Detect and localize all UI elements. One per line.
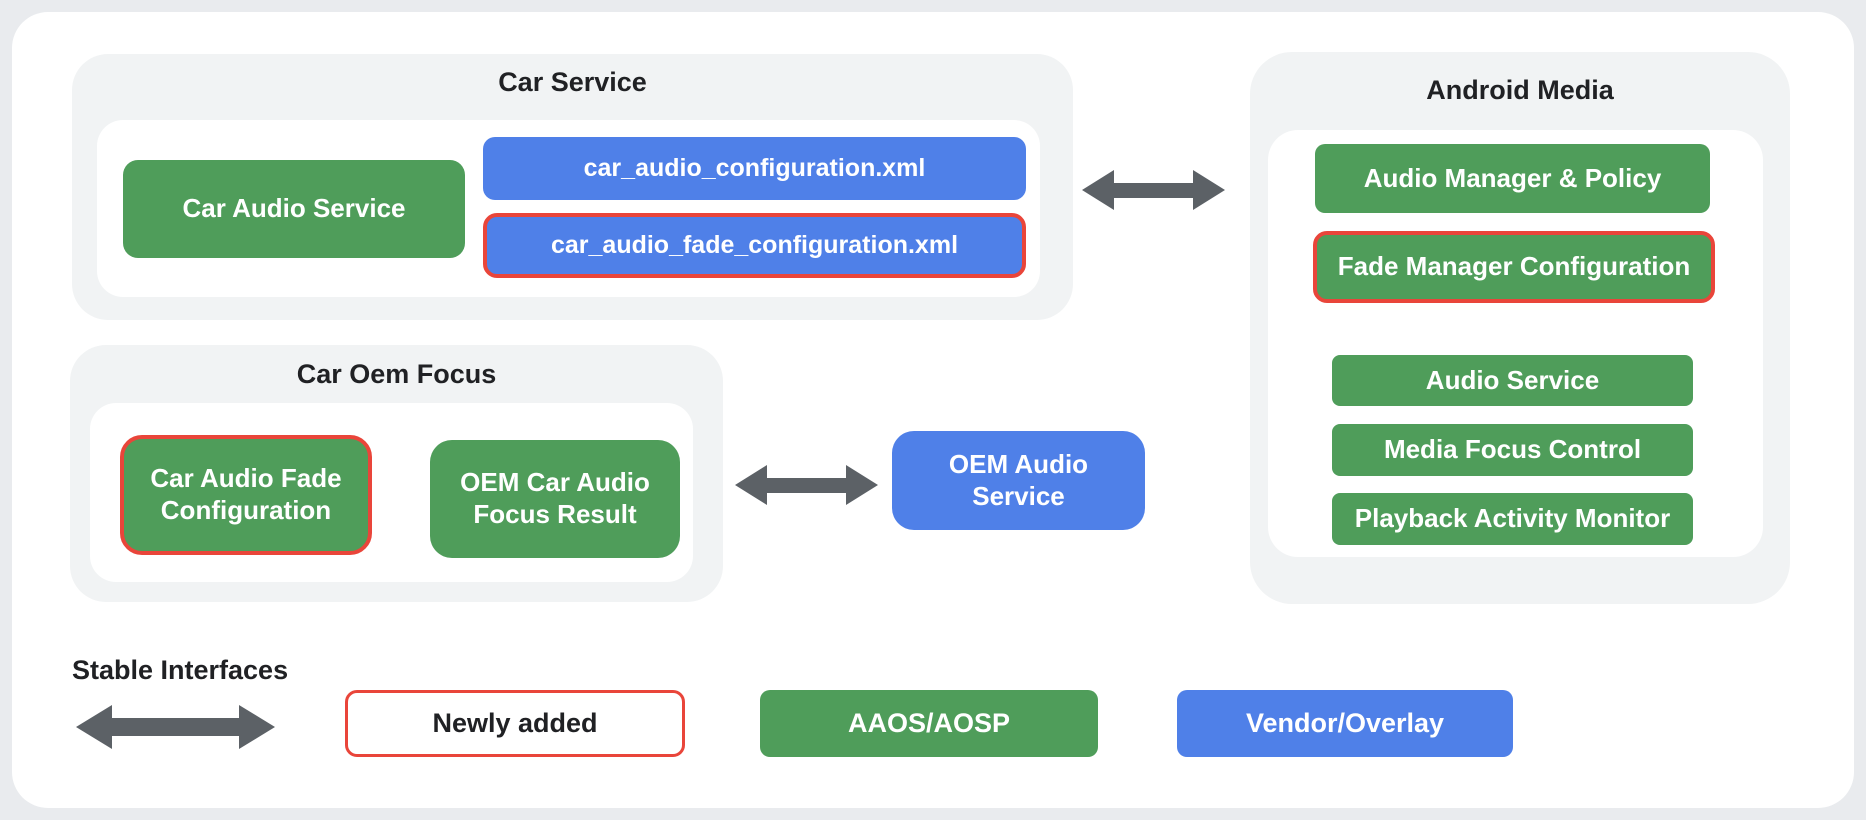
arrow-shaft bbox=[761, 477, 852, 493]
car-audio-configuration-xml-box: car_audio_configuration.xml bbox=[483, 137, 1026, 200]
oem-car-audio-focus-result-box: OEM Car Audio Focus Result bbox=[430, 440, 680, 558]
legend-stable-interfaces-label: Stable Interfaces bbox=[72, 655, 289, 685]
car-audio-fade-configuration-box: Car Audio Fade Configuration bbox=[120, 435, 372, 555]
android-media-title: Android Media bbox=[1426, 75, 1614, 105]
car-service-title: Car Service bbox=[498, 67, 647, 97]
legend-aaos-aosp-box: AAOS/AOSP bbox=[760, 690, 1098, 757]
oem-audio-service-box: OEM Audio Service bbox=[892, 431, 1145, 530]
audio-service-box: Audio Service bbox=[1332, 355, 1693, 406]
legend-stable-interfaces-arrow bbox=[76, 705, 275, 749]
legend-newly-added-box: Newly added bbox=[345, 690, 685, 757]
car-oem-focus-title: Car Oem Focus bbox=[296, 359, 497, 389]
arrow-car-oem-focus-oem-audio-service bbox=[735, 465, 878, 505]
arrow-right-head-icon bbox=[1193, 170, 1225, 210]
arrow-car-service-android-media bbox=[1082, 170, 1225, 210]
media-focus-control-box: Media Focus Control bbox=[1332, 424, 1693, 476]
car-audio-service-box: Car Audio Service bbox=[123, 160, 465, 258]
arrow-right-head-icon bbox=[239, 705, 275, 749]
arrow-shaft bbox=[1108, 182, 1199, 198]
playback-activity-monitor-box: Playback Activity Monitor bbox=[1332, 493, 1693, 545]
car-audio-fade-configuration-xml-box: car_audio_fade_configuration.xml bbox=[483, 213, 1026, 278]
arrow-shaft bbox=[106, 718, 245, 736]
arrow-right-head-icon bbox=[846, 465, 878, 505]
legend-vendor-overlay-box: Vendor/Overlay bbox=[1177, 690, 1513, 757]
audio-manager-policy-box: Audio Manager & Policy bbox=[1315, 144, 1710, 213]
fade-manager-configuration-box: Fade Manager Configuration bbox=[1313, 231, 1715, 303]
